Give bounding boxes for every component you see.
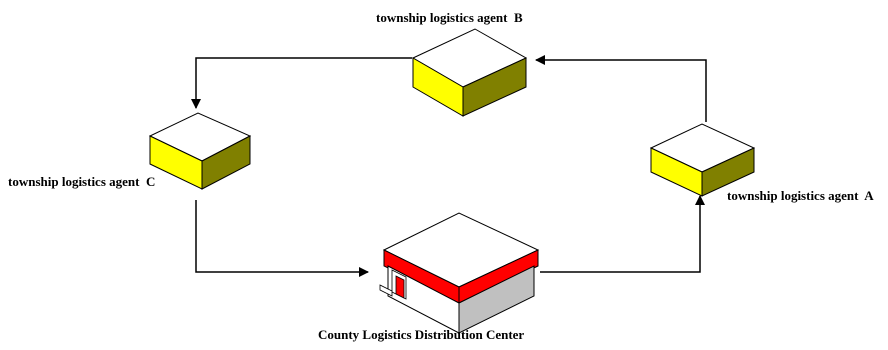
agent-b-label: township logistics agent B <box>376 10 523 25</box>
distribution-center-building <box>379 212 540 334</box>
edge-center-to-a <box>540 195 705 273</box>
agent-c-box <box>148 112 252 190</box>
agent-c-label: township logistics agent C <box>8 174 156 189</box>
distribution-center-label: County Logistics Distribution Center <box>318 327 525 342</box>
edge-a-to-b <box>535 55 707 122</box>
agent-a-box <box>649 123 756 197</box>
agent-a-label: township logistics agent A <box>727 188 874 203</box>
edge-b-to-c <box>191 57 412 109</box>
edge-c-to-center <box>195 200 369 277</box>
agent-b-box <box>411 28 528 117</box>
